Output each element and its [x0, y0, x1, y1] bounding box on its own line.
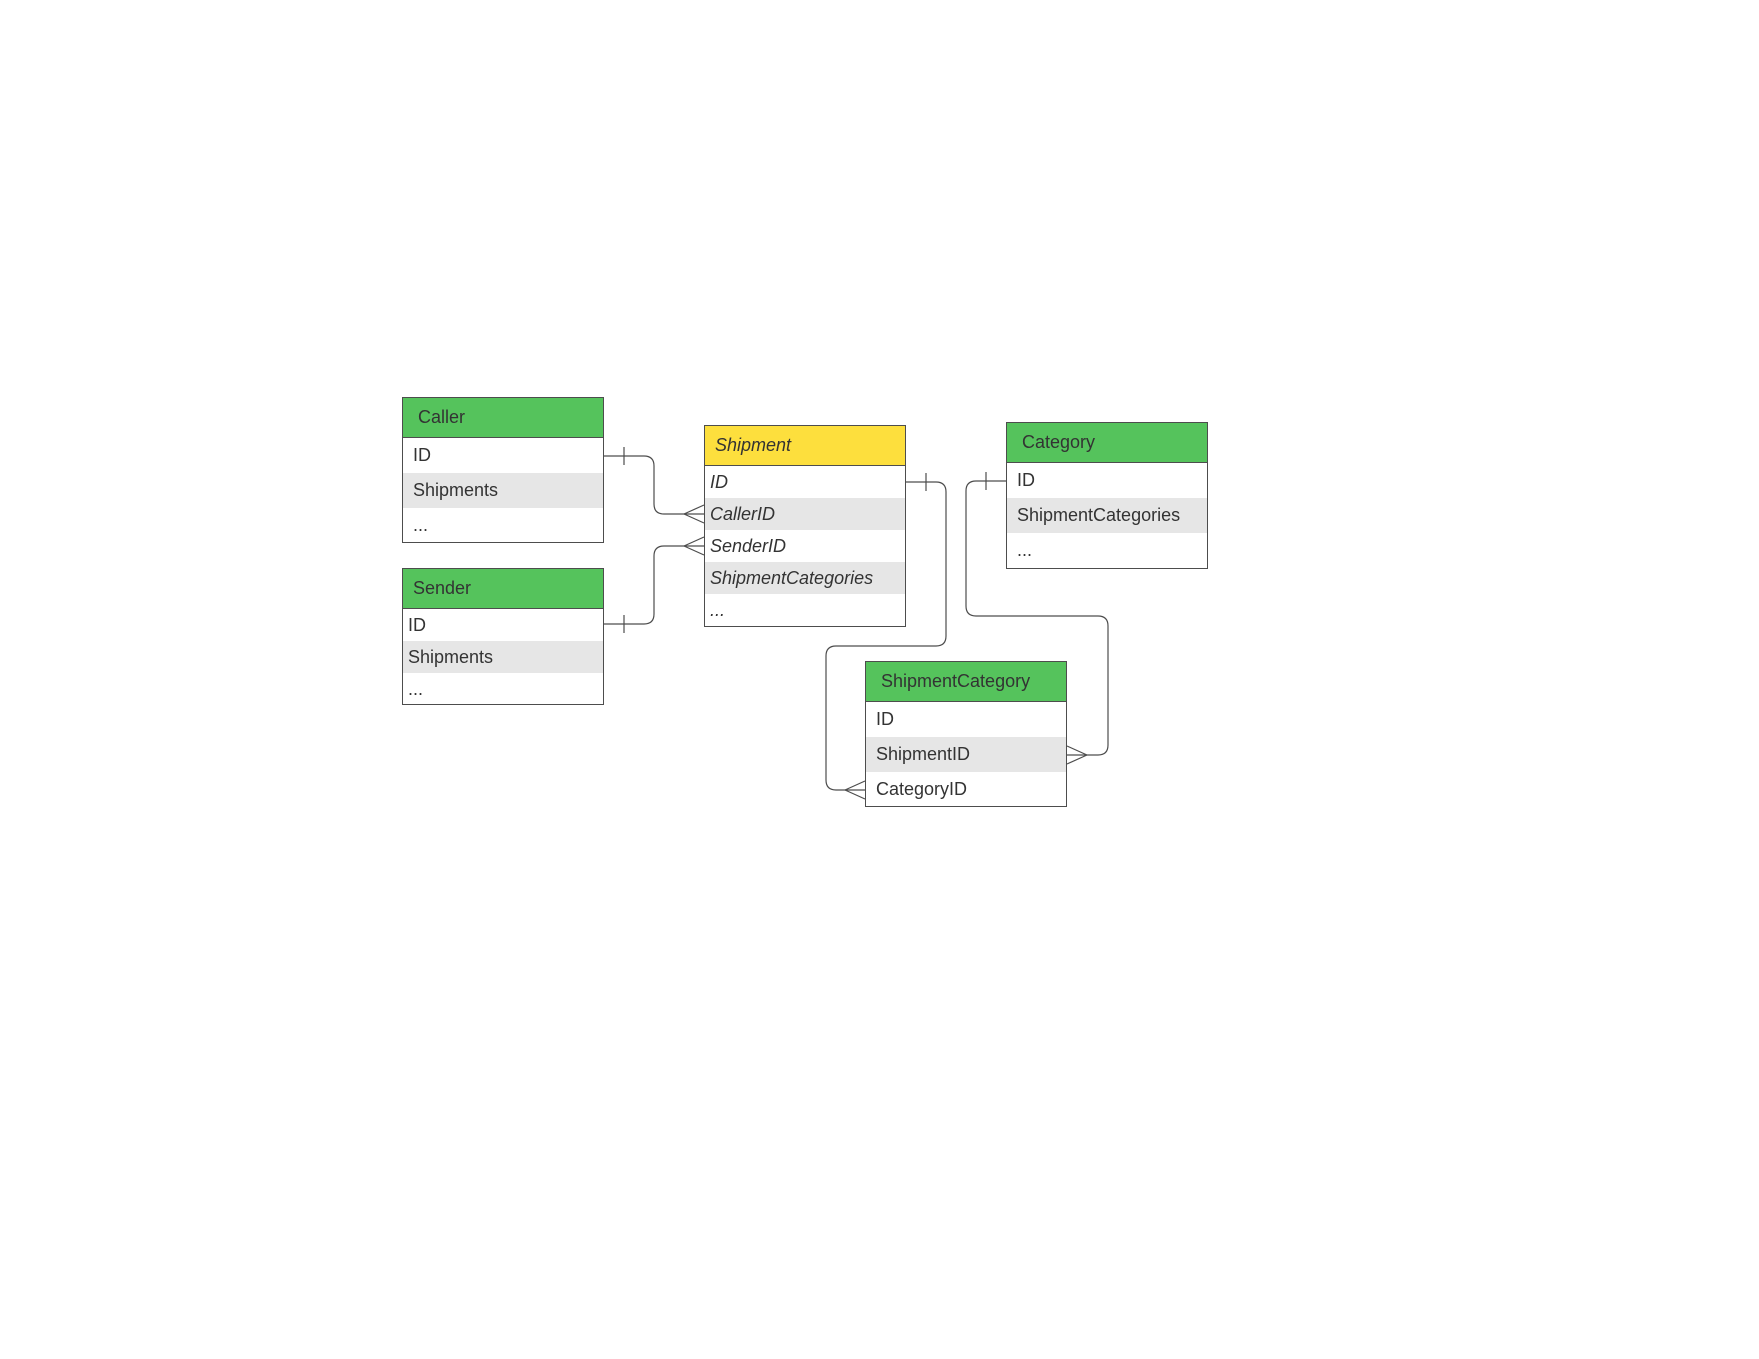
- connector-category-shipmentcategory: [965, 480, 1109, 756]
- field-row: SenderID: [710, 535, 787, 556]
- entity-title: Sender: [413, 578, 472, 598]
- connector-sender-shipment: [604, 545, 704, 625]
- connector-shipment-shipmentcategory: [825, 481, 947, 791]
- entity-header: Shipment: [705, 426, 905, 466]
- field-row: ID: [408, 614, 426, 635]
- entity-title: ShipmentCategory: [881, 671, 1031, 691]
- field-row: ID: [413, 445, 431, 465]
- entity-category[interactable]: Category ID ShipmentCategories ...: [1006, 422, 1208, 569]
- field-row: ShipmentCategories: [1007, 498, 1207, 533]
- field-row: CategoryID: [876, 779, 968, 799]
- many-marker-shipment-callerid: [683, 504, 705, 524]
- field-row: ID: [1017, 470, 1035, 490]
- field-row: ...: [710, 599, 726, 620]
- many-marker-shipment-senderid: [683, 536, 705, 556]
- entity-caller[interactable]: Caller ID Shipments ...: [402, 397, 604, 543]
- field-row: ID: [710, 471, 728, 492]
- entity-header: Category: [1007, 423, 1207, 463]
- many-marker-shipmentcategory-categoryid: [844, 780, 866, 800]
- field-row: ShipmentCategories: [705, 562, 905, 594]
- entity-title: Caller: [418, 407, 466, 427]
- field-row: ...: [408, 678, 424, 699]
- entity-sender[interactable]: Sender ID Shipments ...: [402, 568, 604, 705]
- connector-caller-shipment: [604, 455, 704, 515]
- entity-header: Caller: [403, 398, 603, 438]
- entity-title: Category: [1022, 432, 1096, 452]
- field-row: ...: [413, 515, 429, 535]
- entity-title: Shipment: [715, 435, 792, 455]
- field-row: ID: [876, 709, 894, 729]
- many-marker-shipmentcategory-shipmentid: [1066, 745, 1088, 765]
- entity-shipment[interactable]: Shipment ID CallerID SenderID ShipmentCa…: [704, 425, 906, 627]
- field-row: Shipments: [403, 473, 603, 508]
- field-row: CallerID: [705, 498, 905, 530]
- entity-header: ShipmentCategory: [866, 662, 1066, 702]
- field-row: Shipments: [403, 641, 603, 673]
- field-row: ShipmentID: [866, 737, 1066, 772]
- entity-shipment-category[interactable]: ShipmentCategory ID ShipmentID CategoryI…: [865, 661, 1067, 807]
- entity-header: Sender: [403, 569, 603, 609]
- field-row: ...: [1017, 540, 1033, 560]
